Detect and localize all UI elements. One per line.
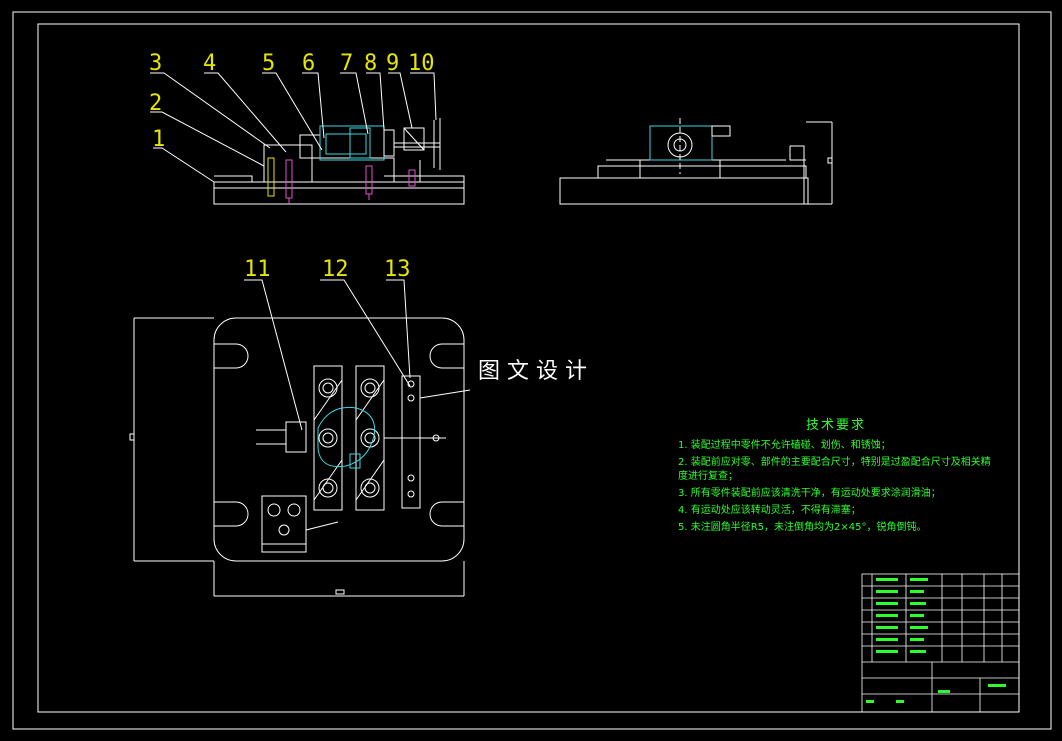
balloon-11: 11 <box>244 257 271 282</box>
balloon-labels: 1 2 3 4 5 6 7 8 9 10 11 12 13 <box>149 51 435 282</box>
front-leaders <box>150 72 437 183</box>
tech-item-3: 3. 所有零件装配前应该清洗干净，有运动处要求涂润滑油； <box>678 488 941 499</box>
balloon-5: 5 <box>262 51 275 76</box>
balloon-4: 4 <box>203 51 216 76</box>
balloon-13: 13 <box>384 257 411 282</box>
small-side-marks <box>827 157 833 164</box>
balloon-3: 3 <box>149 51 162 76</box>
title-block-entries <box>866 578 1006 703</box>
tech-item-5: 5. 未注圆角半径R5，未注倒角均为2×45°，锐角倒钝。 <box>678 522 927 533</box>
balloon-9: 9 <box>386 51 399 76</box>
tech-item-1: 1. 装配过程中零件不允许磕碰、划伤、和锈蚀； <box>678 440 891 451</box>
front-view <box>213 118 465 205</box>
watermark-label: 图文设计 <box>468 356 604 388</box>
title-block <box>861 573 1020 713</box>
tech-item-2: 2. 装配前应对零、部件的主要配合尺寸，特别是过盈配合尺寸及相关精度进行复查； <box>678 457 991 482</box>
inner-frame <box>37 23 1020 713</box>
balloon-10: 10 <box>408 51 435 76</box>
technical-requirements: 技术要求 1. 装配过程中零件不允许磕碰、划伤、和锈蚀； 2. 装配前应对零、部… <box>676 414 996 538</box>
top-leaders <box>244 279 471 431</box>
side-view <box>559 118 833 205</box>
balloon-7: 7 <box>340 51 353 76</box>
balloon-12: 12 <box>322 257 349 282</box>
top-view-cyan <box>317 406 376 469</box>
outer-frame <box>12 11 1052 730</box>
balloon-2: 2 <box>149 91 162 116</box>
balloon-1: 1 <box>152 127 165 152</box>
tech-title: 技术要求 <box>805 418 866 433</box>
tech-item-4: 4. 有运动处应该转动灵活，不得有滞塞； <box>678 505 861 516</box>
balloon-8: 8 <box>364 51 377 76</box>
balloon-6: 6 <box>302 51 315 76</box>
top-view <box>129 317 465 597</box>
